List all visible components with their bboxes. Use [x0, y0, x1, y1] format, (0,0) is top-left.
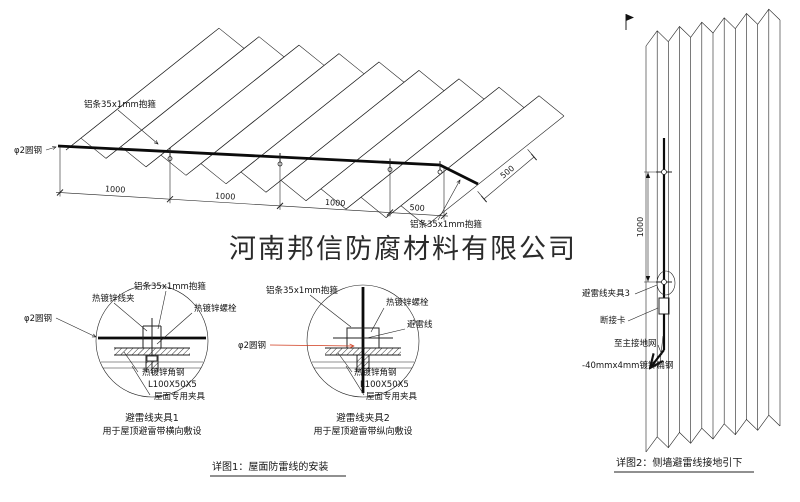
detail1-angle-steel-label: 热镀锌角钢 [142, 367, 185, 378]
leader-line [156, 312, 193, 345]
roof-flute-line [280, 70, 420, 181]
dim-tick [166, 195, 174, 203]
clamp-circle [437, 169, 443, 175]
wall-disconnect-label: 断接卡 [600, 315, 626, 326]
leader-line [131, 365, 151, 396]
dim-tick [440, 212, 448, 220]
detail1-strip-label: 铝条35x1mm抱箍 [134, 281, 206, 292]
dimension-line [55, 192, 449, 217]
dim-arrow-down [645, 276, 651, 282]
leader-line [634, 284, 658, 295]
dim-arrow-up [645, 172, 651, 178]
roof-flute-line [240, 61, 380, 173]
dimension-line [483, 156, 535, 200]
detail-circle-2: 铝条35x1mm抱箍 热镀锌螺栓 避雷线 φ2圆钢 热镀锌角钢 L100X50X… [238, 284, 433, 437]
flag-marker-head [626, 14, 634, 21]
roof-flute-line [200, 53, 340, 164]
detail2-fixture-label: 屋面专用夹具 [366, 391, 418, 402]
detail1-fixture-label: 屋面专用夹具 [154, 391, 206, 402]
roof-flute-line [120, 36, 260, 147]
detail2-wire-label: 避雷线 [407, 319, 433, 330]
detail1-round-steel-label: φ2圆钢 [24, 313, 52, 324]
clamp-circle [661, 279, 667, 285]
caption-detail2: 详图2：侧墙避雷线接地引下 [616, 456, 742, 469]
roof-assembly-view: 1000 1000 1000 500 500 铝条35x1mm抱箍 φ2圆钢 铝… [14, 27, 565, 230]
detail-circle-outline [95, 284, 209, 398]
leader-line [309, 294, 352, 328]
wall-to-ground-label: 至主接地网 [614, 338, 657, 349]
detail-circle-outline [306, 284, 420, 398]
dim-value: 1000 [325, 198, 346, 208]
dim-tick [56, 189, 64, 196]
wall-downlead-view: 1000 避雷线夹具3 断接卡 至主接地网 -40mmx4mm镀锌扁钢 [582, 8, 781, 453]
caption-detail1: 详图1：屋面防雷线的安装 [212, 460, 328, 473]
company-watermark: 河南邦信防腐材料有限公司 [229, 234, 577, 265]
dim-value: 1000 [636, 217, 645, 237]
wall-corrugation [645, 8, 781, 453]
leader-line [113, 302, 148, 332]
roof-flute-line [360, 87, 500, 198]
detail2-angle-steel-label: 热镀锌角钢 [354, 367, 397, 378]
clamp-circle [661, 169, 667, 175]
roof-flute-line [400, 95, 540, 207]
dim-value: 1000 [215, 191, 236, 201]
roof-flute-line [320, 78, 460, 190]
detail1-angle-size-label: L100X50X5 [148, 380, 197, 390]
dim-tick [531, 153, 537, 161]
leader-line [55, 317, 96, 337]
detail2-title: 避雷线夹具2 [336, 412, 390, 424]
roof-flute-line [80, 27, 220, 139]
detail2-round-steel-label: φ2圆钢 [238, 340, 266, 351]
bolt-nut [146, 355, 158, 362]
wall-clamp3-label: 避雷线夹具3 [582, 288, 630, 299]
detail1-title: 避雷线夹具1 [125, 412, 179, 424]
leader-line [370, 307, 385, 333]
roof-round-steel-label: φ2圆钢 [14, 145, 42, 156]
leader-line-red [269, 345, 354, 346]
detail2-strip-label: 铝条35x1mm抱箍 [266, 285, 338, 296]
lightning-wire [57, 144, 479, 186]
leader-line [366, 328, 406, 339]
roof-back-edge [203, 27, 565, 117]
roof-strip-label-top: 铝条35x1mm抱箍 [84, 99, 156, 110]
to-ground-arrow [650, 349, 665, 368]
leader-line [45, 147, 56, 151]
leader-line [337, 352, 353, 373]
detail1-wire-clamp-label: 热镀锌线夹 [92, 293, 135, 304]
detail-circle-1: 热镀锌线夹 铝条35x1mm抱箍 热镀锌螺栓 φ2圆钢 热镀锌角钢 L100X5… [24, 281, 237, 437]
disconnect-joint [658, 297, 670, 315]
roof-flute-line [160, 44, 300, 156]
dim-tick [386, 209, 394, 216]
detail1-bolt-label: 热镀锌螺栓 [194, 303, 237, 314]
leader-line [345, 365, 365, 396]
detail2-subtitle: 用于屋顶避雷带纵向敷设 [313, 425, 412, 437]
roof-front-edge [65, 137, 427, 227]
dim-value: 500 [409, 203, 425, 213]
clamp-callout-ellipse [656, 270, 676, 296]
roof-right-dimension: 500 [477, 149, 537, 203]
roof-flute-line [425, 115, 565, 227]
leader-line [659, 335, 664, 364]
leader-line [123, 351, 139, 373]
dim-tick [481, 195, 487, 203]
roof-corrugation [65, 27, 565, 227]
detail1-subtitle: 用于屋顶避雷带横向敷设 [102, 425, 201, 437]
dim-tick [276, 202, 284, 210]
detail2-angle-size-label: L100X50X5 [360, 380, 409, 390]
leader-line [157, 290, 167, 330]
leader-line [117, 109, 158, 144]
wall-flat-steel-label: -40mmx4mm镀锌扁钢 [582, 360, 673, 371]
dim-value: 1000 [105, 184, 126, 194]
leader-line [627, 307, 659, 322]
roof-strip-label-right: 铝条35x1mm抱箍 [410, 219, 482, 230]
roof-dimension-chain: 1000 1000 1000 500 [55, 147, 449, 220]
detail2-bolt-label: 热镀锌螺栓 [386, 297, 429, 308]
leader-line [437, 180, 460, 221]
